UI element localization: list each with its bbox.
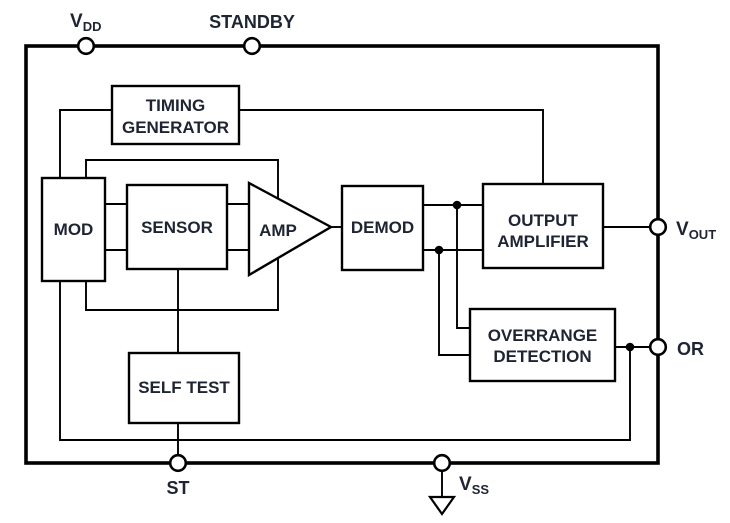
wire-mod-amp-top-rail — [85, 159, 279, 198]
output-amplifier-block — [481, 182, 605, 270]
output-amplifier-label-line2: AMPLIFIER — [497, 232, 589, 251]
demod-block — [340, 184, 425, 272]
overrange-detection-label-line1: OVERRANGE — [488, 326, 598, 345]
timing-generator-label-line1: TIMING — [146, 96, 206, 115]
standby-pin — [242, 36, 262, 56]
standby-pin-label: STANDBY — [209, 12, 295, 32]
sensor-block — [125, 183, 229, 271]
overrange-detection-block — [468, 307, 617, 383]
junction-dot-or-feedback — [625, 342, 635, 352]
output-amplifier-label-line1: OUTPUT — [508, 211, 579, 230]
vdd-pin — [76, 36, 96, 56]
wire-tap-to-overrange-lower — [438, 250, 470, 356]
wire-timing-to-mod — [59, 109, 112, 178]
wire-timing-to-output-amplifier — [239, 109, 544, 184]
timing-generator-block — [110, 84, 241, 146]
self-test-label: SELF TEST — [138, 378, 230, 397]
vout-pin-label: VOUT — [676, 219, 716, 242]
or-pin — [648, 337, 668, 357]
ground-icon — [427, 495, 457, 516]
vss-pin-label: VSS — [459, 474, 489, 497]
overrange-detection-label-line2: DETECTION — [493, 347, 591, 366]
amp-triangle — [247, 180, 334, 278]
junction-dot-upper-tap — [452, 200, 462, 210]
vss-pin — [432, 453, 452, 473]
amp-label: AMP — [259, 221, 297, 240]
timing-generator-label-line2: GENERATOR — [122, 118, 229, 137]
junction-dot-lower-tap — [434, 245, 444, 255]
chip-outline — [24, 44, 660, 465]
st-pin — [168, 453, 188, 473]
wire-mod-amp-bottom-rail — [85, 258, 279, 311]
self-test-block — [127, 351, 241, 425]
or-pin-label: OR — [677, 339, 704, 359]
sensor-label: SENSOR — [141, 218, 213, 237]
wire-tap-to-overrange-upper — [456, 205, 470, 329]
st-pin-label: ST — [166, 478, 189, 498]
vdd-pin-label: VDD — [70, 11, 101, 34]
mod-block — [40, 176, 107, 283]
demod-label: DEMOD — [351, 218, 414, 237]
vout-pin — [648, 217, 668, 237]
mod-label: MOD — [54, 220, 94, 239]
wire-or-feedback-to-mod — [59, 281, 631, 441]
